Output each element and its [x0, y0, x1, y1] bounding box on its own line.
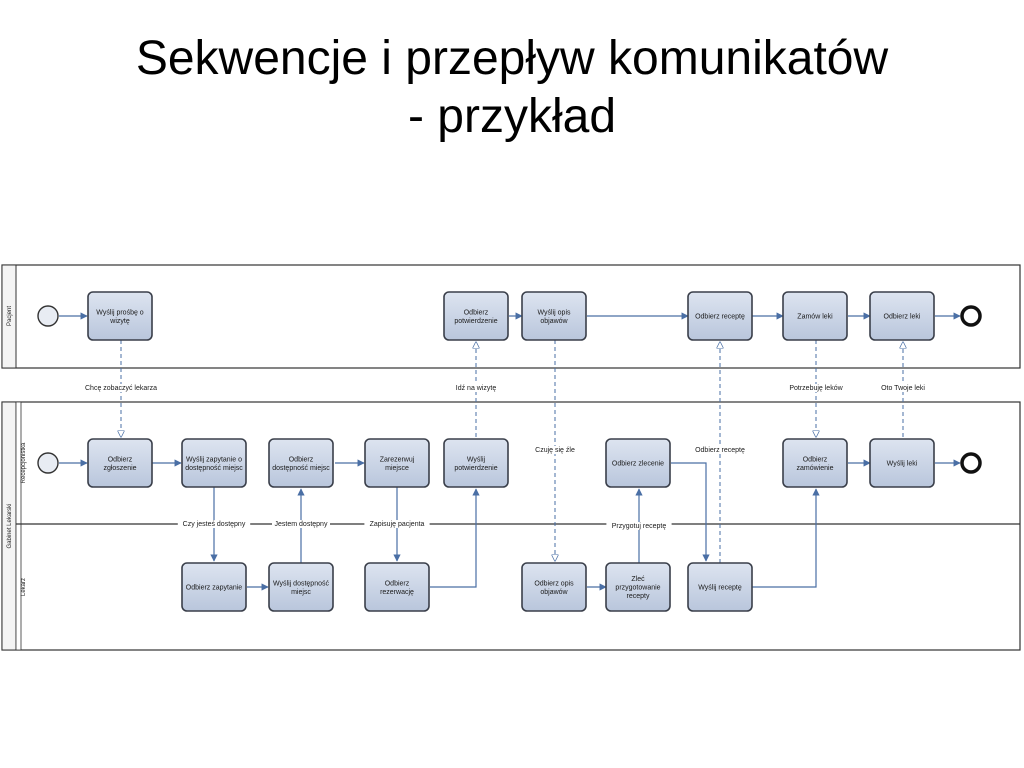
task-l-odbierz-opis: Odbierz opis objawów	[521, 562, 587, 612]
message-flows	[121, 340, 903, 563]
task-label: potwierdzenie	[454, 318, 497, 325]
pool-label-pacjent: Pacjent	[7, 306, 13, 326]
task-label: Wyślij	[467, 456, 486, 463]
task-label: rezerwację	[380, 589, 414, 596]
task-label: Odbierz	[289, 456, 314, 463]
task-label: Wyślij prośbę o	[96, 309, 144, 316]
message-label-bg	[529, 446, 581, 454]
message-label-m-jestem: Jestem dostępny	[275, 521, 328, 528]
task-p-odbierz-recepte: Odbierz receptę	[687, 291, 753, 341]
message-label-m-czy: Czy jesteś dostępny	[183, 521, 246, 528]
message-label-m-zapisuje: Zapisuję pacjenta	[370, 521, 425, 528]
lane-label-lekarz: Lekarz	[21, 578, 27, 596]
task-label: Zleć	[631, 576, 645, 583]
task-label: Odbierz	[803, 456, 828, 463]
message-label-m-chce: Chcę zobaczyć lekarza	[85, 385, 157, 392]
end-event-recepcjonistka	[960, 452, 982, 474]
message-labels: Chcę zobaczyć lekarza Idź na wizytę Potrze…	[81, 384, 931, 530]
message-label-bg	[785, 384, 847, 392]
slide-title: Sekwencje i przepływ komunikatów - przyk…	[0, 30, 1024, 146]
message-label-bg	[606, 522, 672, 530]
task-l-wyslij-rec: Wyślij receptę	[687, 562, 753, 612]
task-l-odbierz-zap: Odbierz zapytanie	[181, 562, 247, 612]
task-label: dostępność miejsc	[185, 465, 243, 472]
lane-label-recepcjonistka: Recepcjonistka	[21, 442, 27, 483]
task-label: Zarezerwuj	[380, 456, 415, 463]
start-event-pacjent	[37, 305, 59, 327]
message-label-m-idz: Idź na wizytę	[456, 385, 497, 392]
start-event-recepcjonistka	[37, 452, 59, 474]
message-label-bg	[875, 384, 931, 392]
task-label: miejsce	[385, 465, 409, 472]
task-label: zamówienie	[797, 465, 834, 472]
task-r-odbierz-zam: Odbierz zamówienie	[782, 438, 848, 488]
task-label: potwierdzenie	[454, 465, 497, 472]
task-p-zamow: Zamów leki	[782, 291, 848, 341]
task-label: Wyślij dostępność	[273, 580, 329, 587]
message-label-bg	[450, 384, 502, 392]
message-label-m-oto: Oto Twoje leki	[881, 385, 925, 392]
message-label-m-potrzebuje: Potrzebuję leków	[789, 385, 843, 392]
title-line-2: - przykład	[407, 90, 617, 143]
task-l-wyslij-dost: Wyślij dostępność miejsc	[268, 562, 334, 612]
message-label-bg	[272, 520, 330, 528]
task-label: recepty	[627, 593, 650, 600]
task-label: Wyślij leki	[887, 461, 918, 468]
task-p-prosba: Wyślij prośbę o wizytę	[87, 291, 153, 341]
task-label: Wyślij opis	[538, 309, 571, 316]
task-label: wizytę	[109, 318, 130, 325]
message-label-bg	[81, 384, 161, 392]
task-r-zarezerwuj: Zarezerwuj miejsce	[364, 438, 430, 488]
task-r-zapytanie: Wyślij zapytanie o dostępność miejsc	[181, 438, 247, 488]
pool-gabinet: Gabinet Lekarski Recepcjonistka Lekarz	[1, 401, 1021, 651]
task-label: Odbierz zlecenie	[612, 461, 664, 468]
task-label: dostępność miejsc	[272, 465, 330, 472]
task-r-odbierz-zlec: Odbierz zlecenie	[605, 438, 671, 488]
task-p-opis: Wyślij opis objawów	[521, 291, 587, 341]
task-label: objawów	[540, 318, 568, 325]
task-label: Odbierz zapytanie	[186, 585, 243, 592]
task-r-odbierz-zgl: Odbierz zgłoszenie	[87, 438, 153, 488]
task-label: objawów	[540, 589, 568, 596]
task-r-wyslij-potw: Wyślij potwierdzenie	[443, 438, 509, 488]
task-r-wyslij-leki: Wyślij leki	[869, 438, 935, 488]
message-label-m-przygotuj: Przygotuj receptę	[612, 523, 667, 530]
title-line-1: Sekwencje i przepływ komunikatów	[135, 32, 889, 85]
task-label: Odbierz	[464, 309, 489, 316]
message-label-bg	[691, 446, 749, 454]
message-label-m-czuje: Czuję się źle	[535, 447, 575, 454]
message-label-bg	[364, 520, 430, 528]
task-p-odbierz-leki: Odbierz leki	[869, 291, 935, 341]
task-label: Wyślij receptę	[698, 585, 742, 592]
task-label: Odbierz receptę	[695, 314, 745, 321]
task-label: przygotowanie	[615, 585, 660, 592]
task-label: Odbierz	[385, 580, 410, 587]
task-label: zgłoszenie	[103, 465, 136, 472]
task-p-odbierz-potw: Odbierz potwierdzenie	[443, 291, 509, 341]
task-label: Wyślij zapytanie o	[186, 456, 242, 463]
task-l-odbierz-rez: Odbierz rezerwację	[364, 562, 430, 612]
task-label: Odbierz opis	[534, 580, 574, 587]
message-label-m-odbierz-rec: Odbierz receptę	[695, 447, 745, 454]
task-r-odbierz-dost: Odbierz dostępność miejsc	[268, 438, 334, 488]
end-event-pacjent	[960, 305, 982, 327]
task-label: miejsc	[291, 589, 311, 596]
task-label: Zamów leki	[797, 314, 833, 321]
task-label: Odbierz	[108, 456, 133, 463]
task-label: Odbierz leki	[884, 314, 921, 321]
pool-label-gabinet: Gabinet Lekarski	[7, 503, 13, 548]
message-label-bg	[177, 520, 251, 528]
tasks: Wyślij prośbę owizytęOdbierzpotwierdzeni…	[87, 291, 935, 612]
sequence-flows	[59, 312, 961, 591]
